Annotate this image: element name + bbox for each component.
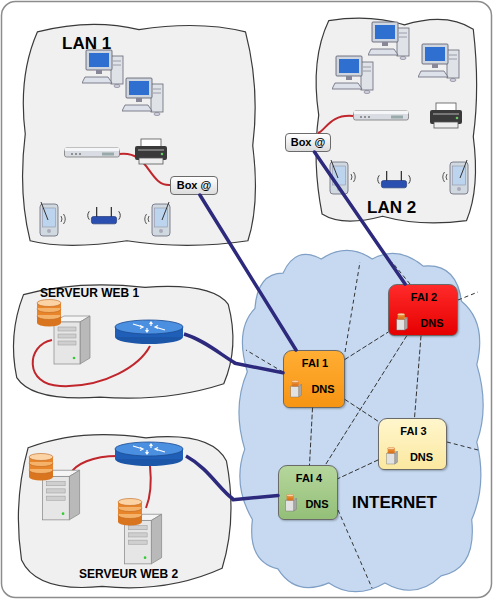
- node-label: INTERNET: [352, 493, 462, 513]
- backbone-link: [345, 400, 378, 422]
- switch-icon: [65, 148, 120, 157]
- outline-path: [239, 250, 483, 591]
- backbone-link: [338, 460, 378, 479]
- access-link: [233, 495, 278, 499]
- node-label: FAI 2: [389, 291, 459, 304]
- database-icon: [37, 300, 61, 327]
- isp-box: FAI 3 DNS: [378, 418, 447, 470]
- access-link: [235, 363, 283, 373]
- internet-box: Box @: [170, 176, 218, 195]
- server-cable: [70, 456, 118, 474]
- backbone-link: [325, 336, 406, 465]
- pda-icon: [330, 160, 355, 194]
- switch-icon: [354, 111, 409, 120]
- node-sublabel: DNS: [300, 383, 346, 396]
- outline-path: [18, 435, 231, 588]
- computer-icon: [122, 78, 163, 116]
- node-label: FAI 3: [379, 425, 448, 438]
- computer-icon: [418, 44, 459, 82]
- server-icon: [124, 514, 161, 564]
- outline-shape: [18, 18, 260, 250]
- computer-icon: [82, 50, 123, 88]
- wifi-access-point: [378, 171, 411, 188]
- internet-cloud: INTERNET FAI 2 DNS FAI 1 DNS FAI 3 DNS FAI 4 DNS: [232, 245, 487, 597]
- database-icon: [118, 499, 142, 526]
- access-link: [315, 152, 406, 284]
- lan-cloud: LAN 1 Box @: [18, 18, 260, 250]
- backbone-link: [415, 336, 422, 418]
- lan-cable: [318, 116, 353, 133]
- node-label: FAI 1: [284, 357, 346, 370]
- uplink-cable: [186, 456, 233, 499]
- database-icon: [29, 454, 53, 481]
- node-sublabel: DNS: [405, 317, 459, 330]
- server-icon: [54, 316, 90, 364]
- wifi-access-point: [88, 207, 121, 224]
- isp-box: FAI 1 DNS: [283, 350, 345, 408]
- printer-icon: [135, 139, 167, 164]
- outline-shape: [312, 12, 480, 227]
- router-icon: [115, 442, 183, 466]
- pda-icon: [443, 160, 468, 194]
- dns-server-icon: [387, 447, 398, 464]
- node-label: LAN 1: [62, 34, 142, 54]
- internet-link: [447, 442, 478, 450]
- server-zone: SERVEUR WEB 1: [10, 280, 235, 402]
- node-label: Box @: [171, 179, 217, 192]
- outline-path: [316, 18, 477, 223]
- node-sublabel: DNS: [295, 498, 339, 511]
- outline-path: [23, 24, 256, 245]
- dns-server-icon: [397, 313, 408, 330]
- pda-icon: [40, 202, 65, 236]
- internet-link: [345, 262, 360, 352]
- internet-link: [458, 292, 478, 300]
- node-label: LAN 2: [367, 198, 447, 218]
- lan-cloud: LAN 2Box @: [312, 12, 480, 227]
- router-icon: [115, 320, 183, 344]
- internet-link: [246, 350, 283, 372]
- isp-box: FAI 2 DNS: [388, 284, 458, 336]
- backbone-link: [345, 332, 388, 359]
- server-cable: [146, 466, 151, 508]
- outline-path: [13, 285, 232, 398]
- node-label: SERVEUR WEB 1: [40, 287, 200, 301]
- internet-box: Box @: [285, 133, 331, 152]
- isp-box: FAI 4 DNS: [278, 465, 338, 520]
- internet-link: [338, 510, 372, 588]
- node-label: FAI 4: [279, 472, 339, 485]
- computer-icon: [332, 56, 373, 94]
- pda-icon: [145, 202, 170, 236]
- dns-server-icon: [286, 494, 297, 511]
- lan-cable: [119, 154, 170, 185]
- backbone-link: [310, 408, 313, 465]
- computer-icon: [368, 22, 409, 60]
- internet-link: [392, 262, 410, 284]
- node-sublabel: DNS: [395, 451, 448, 464]
- node-label: Box @: [286, 136, 330, 149]
- printer-icon: [430, 103, 462, 128]
- access-link: [200, 195, 296, 350]
- dns-server-icon: [291, 380, 302, 397]
- server-icon: [42, 470, 79, 520]
- server-cable: [33, 340, 150, 386]
- server-zone: SERVEUR WEB 2: [15, 428, 233, 593]
- node-label: SERVEUR WEB 2: [79, 568, 229, 582]
- uplink-cable: [184, 334, 235, 363]
